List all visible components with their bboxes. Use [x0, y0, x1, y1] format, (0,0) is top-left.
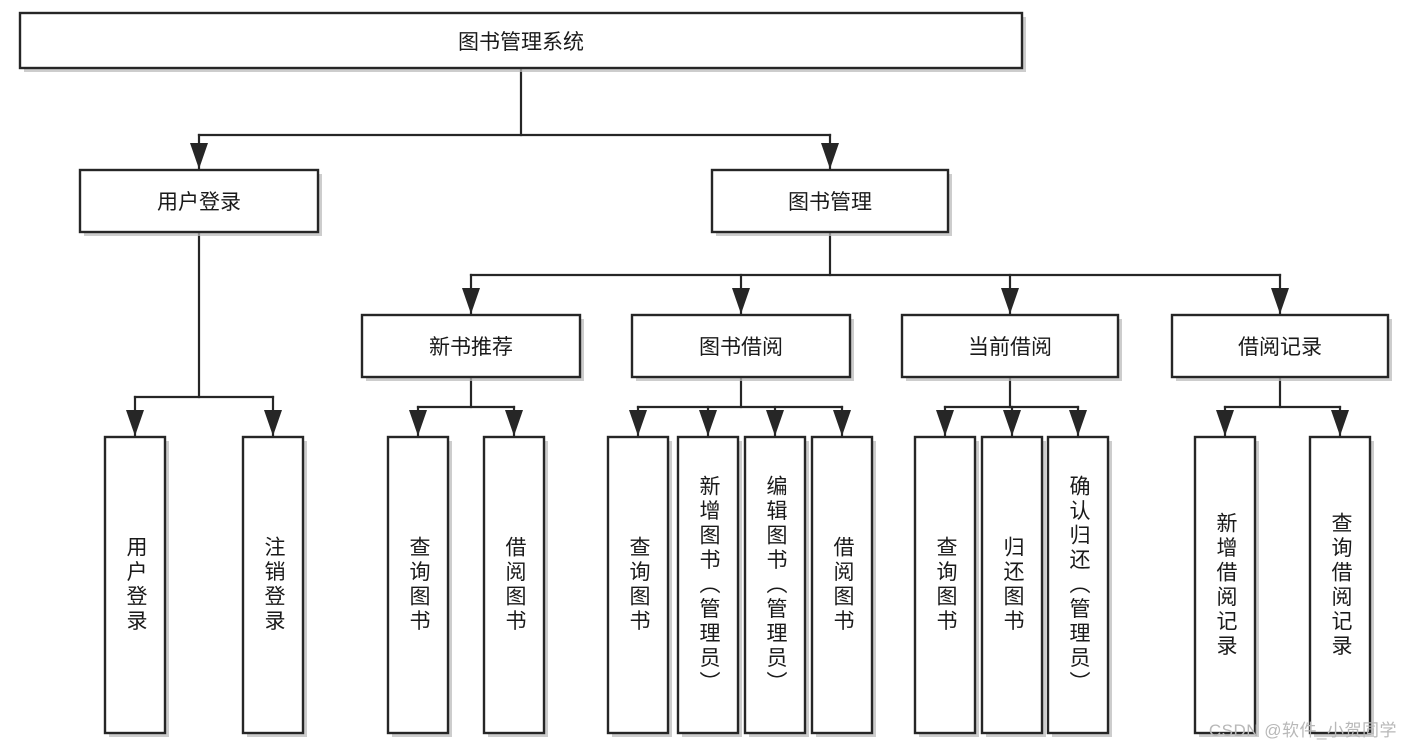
- node-cb-return-book[interactable]: [980, 435, 1046, 737]
- node-current-borrow[interactable]: [900, 313, 1122, 381]
- arrow-head-icon: [505, 410, 523, 436]
- node-nbr-borrow-book[interactable]: [482, 435, 548, 737]
- arrow-head-icon: [732, 288, 750, 314]
- node-book-borrow[interactable]: [630, 313, 854, 381]
- node-bb-borrow-book[interactable]: [810, 435, 876, 737]
- node-user-login[interactable]: [78, 168, 322, 236]
- arrow-head-icon: [1331, 410, 1349, 436]
- node-bb-edit-book[interactable]: [743, 435, 809, 737]
- node-user-login-leaf[interactable]: [103, 435, 169, 737]
- arrow-head-icon: [409, 410, 427, 436]
- node-br-query-record[interactable]: [1308, 435, 1374, 737]
- node-nbr-query-book[interactable]: [386, 435, 452, 737]
- arrow-head-icon: [264, 410, 282, 436]
- node-root[interactable]: [18, 11, 1026, 72]
- arrow-head-icon: [1271, 288, 1289, 314]
- arrow-head-icon: [190, 143, 208, 169]
- node-new-book-recommend[interactable]: [360, 313, 584, 381]
- arrow-head-icon: [936, 410, 954, 436]
- arrow-head-icon: [126, 410, 144, 436]
- connectors-layer: [126, 66, 1349, 437]
- node-cb-query-book[interactable]: [913, 435, 979, 737]
- boxes-layer: [18, 11, 1392, 737]
- node-cb-confirm-return[interactable]: [1046, 435, 1112, 737]
- arrow-head-icon: [821, 143, 839, 169]
- node-book-management[interactable]: [710, 168, 952, 236]
- arrow-head-icon: [1216, 410, 1234, 436]
- node-borrow-records[interactable]: [1170, 313, 1392, 381]
- arrow-head-icon: [1001, 288, 1019, 314]
- arrow-head-icon: [766, 410, 784, 436]
- node-bb-add-book[interactable]: [676, 435, 742, 737]
- node-bb-query-book[interactable]: [606, 435, 672, 737]
- arrow-head-icon: [833, 410, 851, 436]
- node-br-add-record[interactable]: [1193, 435, 1259, 737]
- arrow-head-icon: [1003, 410, 1021, 436]
- arrow-head-icon: [629, 410, 647, 436]
- arrow-head-icon: [699, 410, 717, 436]
- arrow-head-icon: [1069, 410, 1087, 436]
- arrow-head-icon: [462, 288, 480, 314]
- node-logout-leaf[interactable]: [241, 435, 307, 737]
